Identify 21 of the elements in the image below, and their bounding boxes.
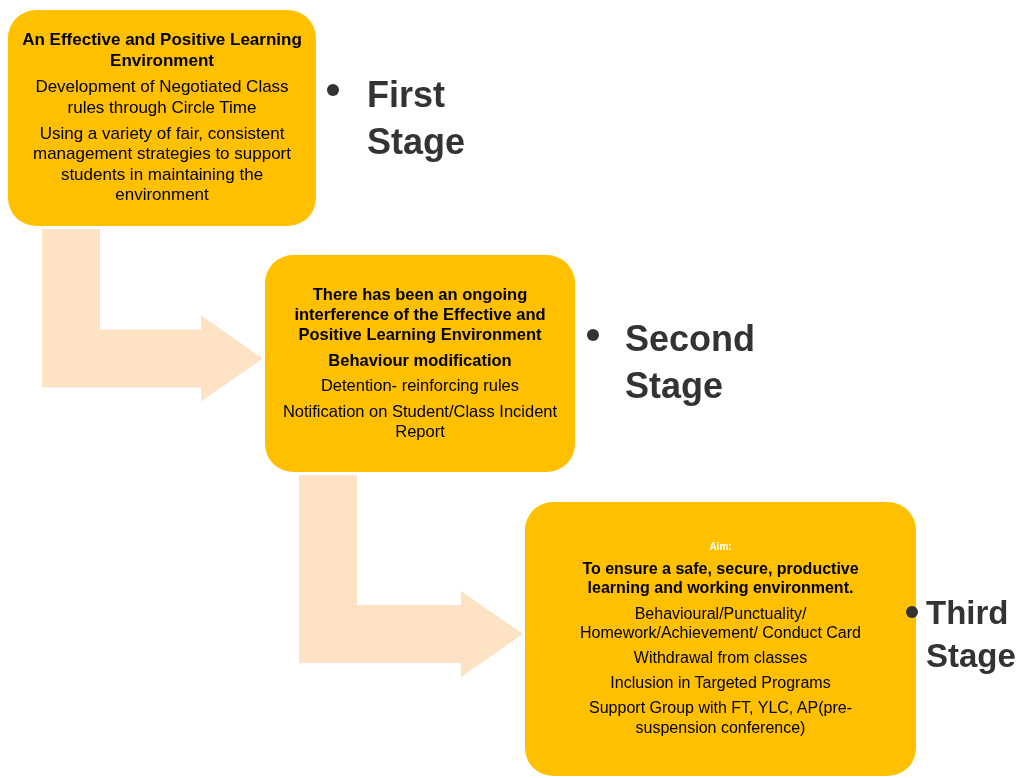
stage-label: Third Stage xyxy=(926,593,1017,676)
stage-label: Second Stage xyxy=(625,317,757,408)
aim-label: Aim: xyxy=(709,541,732,554)
bent-arrow xyxy=(299,475,523,677)
stage-label: First Stage xyxy=(367,73,467,164)
stage-box xyxy=(525,502,916,776)
box-text: Withdrawal from classes xyxy=(633,648,808,668)
box-text: Support Group with FT, YLC, AP(pre-suspension conference) xyxy=(588,698,853,737)
box-text: Behavioural/Punctuality/ Homework/Achievement/ Conduct Card xyxy=(579,603,862,642)
box-text: Detention- reinforcing rules xyxy=(320,376,520,397)
box-text: Using a variety of fair, consistent management strategies to support students in maintaining the environment xyxy=(32,124,292,206)
stage-box xyxy=(265,255,575,472)
box-text: Development of Negotiated Class rules through Circle Time xyxy=(34,77,290,118)
box-text: Notification on Student/Class Incident Report xyxy=(281,402,559,442)
box-heading: Behaviour modification xyxy=(328,350,512,371)
bent-arrow xyxy=(42,229,263,402)
box-heading: To ensure a safe, secure, productive learning and working environment. xyxy=(581,559,860,598)
box-text: Inclusion in Targeted Programs xyxy=(610,673,831,693)
box-heading: An Effective and Positive Learning Environment xyxy=(21,30,303,72)
box-heading: There has been an ongoing interference of the Effective and Positive Learning Environment xyxy=(293,285,547,345)
stage-box xyxy=(8,10,316,226)
